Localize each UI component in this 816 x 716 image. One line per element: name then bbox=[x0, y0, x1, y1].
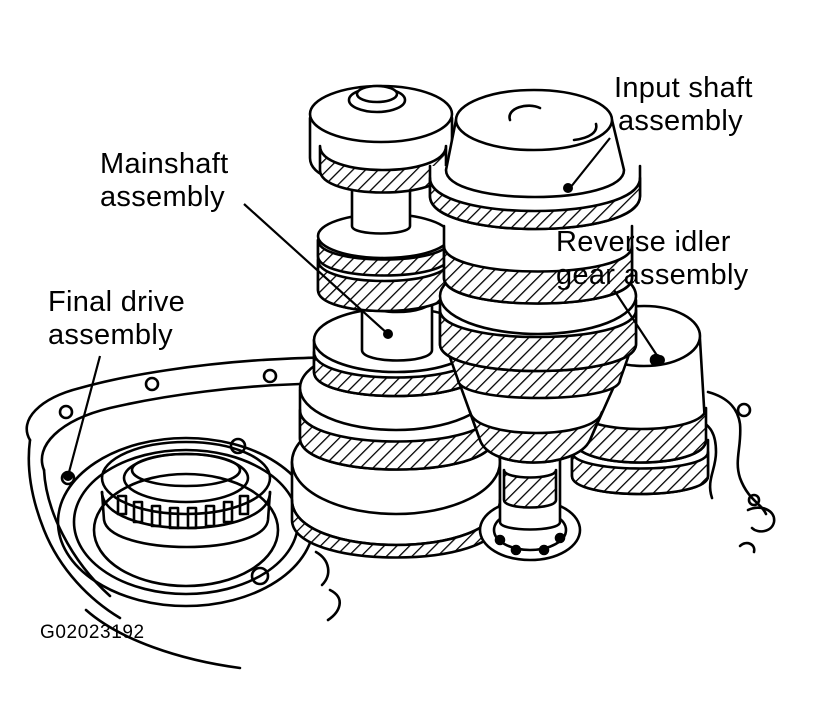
label-reverse-idler-gear-assembly: Reverse idler gear assembly bbox=[556, 226, 749, 292]
input-shaft-assembly bbox=[428, 88, 642, 562]
leader-reverse-idler bbox=[613, 289, 661, 361]
final-drive-assembly bbox=[56, 436, 316, 608]
leader-lines bbox=[66, 137, 661, 477]
bearing-rollers bbox=[116, 494, 250, 530]
label-input-shaft-assembly: Input shaft assembly bbox=[614, 72, 753, 138]
label-final-drive-assembly: Final drive assembly bbox=[48, 286, 185, 352]
label-final-drive-line2: assembly bbox=[48, 319, 173, 351]
leader-input-shaft bbox=[569, 137, 611, 189]
leader-mainshaft-dot bbox=[383, 329, 393, 339]
label-reverse-idler-line1: Reverse idler bbox=[556, 226, 731, 258]
label-mainshaft-line2: assembly bbox=[100, 181, 225, 213]
leader-final-drive bbox=[66, 355, 102, 477]
label-mainshaft-line1: Mainshaft bbox=[100, 148, 229, 180]
label-input-shaft-line1: Input shaft bbox=[614, 72, 753, 104]
label-final-drive-line1: Final drive bbox=[48, 286, 186, 318]
label-mainshaft-assembly: Mainshaft assembly bbox=[100, 148, 228, 214]
label-input-shaft-line2: assembly bbox=[618, 105, 743, 137]
leader-input-shaft-dot bbox=[563, 183, 573, 193]
label-reverse-idler-line2: gear assembly bbox=[556, 259, 749, 291]
leader-final-drive-dot bbox=[63, 471, 73, 481]
figure-code: G02023192 bbox=[40, 622, 145, 643]
leader-mainshaft bbox=[243, 203, 389, 335]
leader-reverse-idler-dot bbox=[655, 355, 665, 365]
